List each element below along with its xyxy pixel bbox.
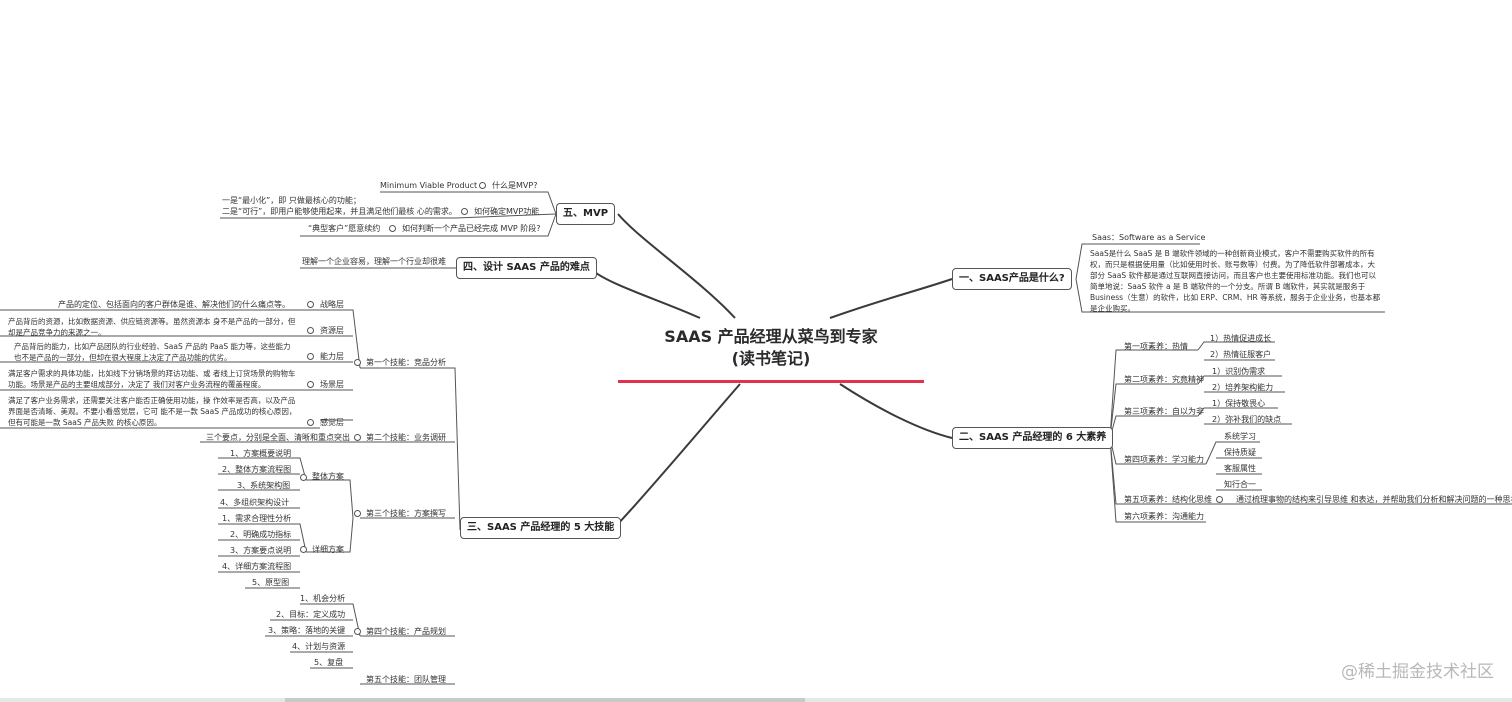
root-underline xyxy=(618,380,924,383)
quality-5-a[interactable]: 通过梳理事物的结构来引导思维 和表达，并帮助我们分析和解决问题的一种思考方 xyxy=(1236,495,1512,504)
collapse-dot[interactable] xyxy=(354,434,361,441)
quality-3-b[interactable]: 2）弥补我们的缺点 xyxy=(1212,415,1282,424)
quality-1-a[interactable]: 1）热情促进成长 xyxy=(1210,334,1272,343)
quality-4-c[interactable]: 客服属性 xyxy=(1224,464,1256,473)
detail-item-1[interactable]: 1、需求合理性分析 xyxy=(222,514,292,523)
quality-4[interactable]: 第四项素养：学习能力 xyxy=(1124,455,1204,464)
collapse-dot[interactable] xyxy=(307,301,314,308)
skill-3-detail[interactable]: 详细方案 xyxy=(312,545,344,554)
saas-definition[interactable]: Saas：Software as a Service xyxy=(1092,233,1206,242)
skill-1-resource-text[interactable]: 产品背后的资源，比如数据资源、供应链资源等。虽然资源本 身不是产品的一部分，但却… xyxy=(8,317,296,337)
collapse-dot[interactable] xyxy=(479,182,486,189)
skill-1-strategy[interactable]: 战略层 xyxy=(320,300,344,309)
skill-1-capability-text[interactable]: 产品背后的能力，比如产品团队的行业经验、SaaS 产品的 PaaS 能力等，这些… xyxy=(14,342,291,362)
plan-item-1[interactable]: 1、机会分析 xyxy=(300,594,346,603)
branch-six-qualities[interactable]: 二、SAAS 产品经理的 6 大素养 xyxy=(952,427,1114,449)
skill-5[interactable]: 第五个技能：团队管理 xyxy=(366,675,446,684)
quality-3[interactable]: 第三项素养：自以为非 xyxy=(1124,407,1204,416)
skill-1-feeling-text[interactable]: 满足了客户业务需求，还需要关注客户能否正确使用功能，操 作效率是否高，以及产品界… xyxy=(8,396,297,427)
quality-4-a[interactable]: 系统学习 xyxy=(1224,432,1256,441)
quality-2-b[interactable]: 2）培养架构能力 xyxy=(1212,383,1274,392)
collapse-dot[interactable] xyxy=(307,381,314,388)
difficulty-answer[interactable]: 理解一个企业容易，理解一个行业却很难 xyxy=(302,257,446,266)
plan-item-3[interactable]: 3、策略：落地的关键 xyxy=(268,626,346,635)
plan-item-5[interactable]: 5、复盘 xyxy=(314,658,344,667)
overall-item-4[interactable]: 4、多组织架构设计 xyxy=(220,498,290,507)
overall-item-2[interactable]: 2、整体方案流程图 xyxy=(222,465,292,474)
quality-5[interactable]: 第五项素养：结构化思维 xyxy=(1124,495,1212,504)
mvp-q2[interactable]: 如何确定MVP功能 xyxy=(474,207,540,216)
quality-6[interactable]: 第六项素养：沟通能力 xyxy=(1124,512,1204,521)
branch-mvp[interactable]: 五、MVP xyxy=(556,203,616,225)
skill-4[interactable]: 第四个技能：产品规划 xyxy=(366,627,446,636)
mvp-q3[interactable]: 如何判断一个产品已经完成 MVP 阶段? xyxy=(402,224,541,233)
root-subtitle: (读书笔记) xyxy=(731,349,811,368)
detail-item-2[interactable]: 2、明确成功指标 xyxy=(230,530,292,539)
quality-4-b[interactable]: 保持质疑 xyxy=(1224,448,1256,457)
branch-what-is-saas[interactable]: 一、SAAS产品是什么? xyxy=(952,268,1072,290)
skill-1-scene[interactable]: 场景层 xyxy=(320,380,344,389)
collapse-dot[interactable] xyxy=(300,546,307,553)
skill-1-feeling[interactable]: 感觉层 xyxy=(320,418,344,427)
collapse-dot[interactable] xyxy=(389,225,396,232)
root-title: SAAS 产品经理从菜鸟到专家 xyxy=(664,327,878,346)
overall-item-1[interactable]: 1、方案概要说明 xyxy=(230,449,292,458)
quality-2-a[interactable]: 1）识别伪需求 xyxy=(1212,367,1266,376)
detail-item-3[interactable]: 3、方案要点说明 xyxy=(230,546,292,555)
horizontal-scrollbar[interactable] xyxy=(0,698,1512,702)
mvp-q1[interactable]: 什么是MVP? xyxy=(492,181,538,190)
overall-item-3[interactable]: 3、系统架构图 xyxy=(237,481,291,490)
skill-1-strategy-text[interactable]: 产品的定位、包括面向的客户群体是谁、解决他们的什么痛点等。 xyxy=(58,300,290,309)
collapse-dot[interactable] xyxy=(354,510,361,517)
quality-4-d[interactable]: 知行合一 xyxy=(1224,480,1256,489)
plan-item-2[interactable]: 2、目标：定义成功 xyxy=(276,610,346,619)
skill-1[interactable]: 第一个技能：竞品分析 xyxy=(366,358,446,367)
collapse-dot[interactable] xyxy=(307,353,314,360)
collapse-dot[interactable] xyxy=(354,628,361,635)
mvp-q2-answer-1[interactable]: 一是“最小化”，即 只做最核心的功能； xyxy=(222,196,361,205)
detail-item-4[interactable]: 4、详细方案流程图 xyxy=(222,562,292,571)
quality-3-a[interactable]: 1）保持敬畏心 xyxy=(1212,399,1266,408)
collapse-dot[interactable] xyxy=(307,327,314,334)
skill-1-scene-text[interactable]: 满足客户需求的具体功能，比如线下分销场景的拜访功能、或 者线上订货场景的购物车功… xyxy=(8,369,296,389)
plan-item-4[interactable]: 4、计划与资源 xyxy=(292,642,346,651)
collapse-dot[interactable] xyxy=(307,419,314,426)
collapse-dot[interactable] xyxy=(300,474,307,481)
root-node[interactable]: SAAS 产品经理从菜鸟到专家 (读书笔记) xyxy=(620,326,922,370)
collapse-dot[interactable] xyxy=(1216,496,1223,503)
detail-item-5[interactable]: 5、原型图 xyxy=(252,578,290,587)
skill-2[interactable]: 第二个技能：业务调研 xyxy=(366,433,446,442)
mvp-q1-answer[interactable]: Minimum Viable Product xyxy=(380,181,478,190)
skill-1-resource[interactable]: 资源层 xyxy=(320,326,344,335)
watermark: @稀土掘金技术社区 xyxy=(1341,662,1494,682)
quality-1[interactable]: 第一项素养：热情 xyxy=(1124,342,1188,351)
skill-3[interactable]: 第三个技能：方案撰写 xyxy=(366,509,446,518)
branch-difficulty[interactable]: 四、设计 SAAS 产品的难点 xyxy=(456,257,597,279)
saas-description[interactable]: SaaS是什么 SaaS 是 B 端软件领域的一种创新商业模式，客户不需要购买软… xyxy=(1090,249,1381,313)
skill-3-overall[interactable]: 整体方案 xyxy=(312,472,344,481)
branch-skills[interactable]: 三、SAAS 产品经理的 5 大技能 xyxy=(460,517,622,539)
skill-2-answer[interactable]: 三个要点，分别是全面、清晰和重点突出 xyxy=(206,433,350,442)
quality-2[interactable]: 第二项素养：究竟精神 xyxy=(1124,375,1204,384)
skill-1-capability[interactable]: 能力层 xyxy=(320,352,344,361)
collapse-dot[interactable] xyxy=(354,359,361,366)
mvp-q2-answer-2[interactable]: 二是“可行”，即用户能够使用起来，并且满足他们最核 心的需求。 xyxy=(222,207,457,216)
scrollbar-thumb[interactable] xyxy=(285,698,805,702)
mvp-q3-answer[interactable]: “典型客户”愿意续约 xyxy=(308,224,381,233)
quality-1-b[interactable]: 2）热情征服客户 xyxy=(1210,350,1272,359)
collapse-dot[interactable] xyxy=(461,208,468,215)
